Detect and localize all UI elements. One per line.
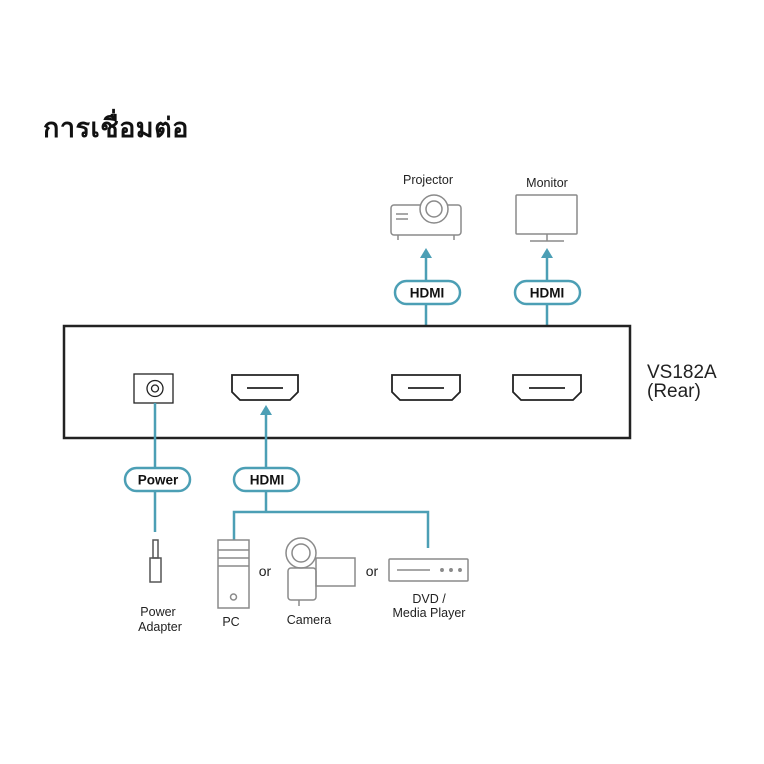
hdmi-port-input-icon [231,374,299,401]
or-label-1: or [259,563,272,579]
dvd-label-line2: Media Player [393,606,466,620]
input-hdmi-cable [232,413,430,548]
or-label-2: or [366,563,379,579]
hdmi-port-output-2-icon [512,374,582,401]
monitor-label: Monitor [526,176,568,190]
device-side-label: (Rear) [647,381,701,402]
camera-label: Camera [287,613,332,627]
monitor-icon [515,194,578,242]
hdmi-pill-projector: HDMI [393,279,462,306]
device-model-label: VS182A [647,362,717,383]
power-adapter-label-line1: Power [140,605,175,619]
hdmi-pill-input: HDMI [232,466,301,493]
input-arrow-icon [260,405,272,415]
projector-icon [390,194,462,240]
hdmi-pill-projector-label: HDMI [410,286,445,301]
hdmi-pill-monitor-label: HDMI [530,286,565,301]
dvd-player-icon [388,558,469,582]
power-adapter-plug-icon [149,539,162,583]
hdmi-port-output-1-icon [391,374,461,401]
power-pill: Power [123,466,192,493]
power-adapter-label-line2: Adapter [138,620,182,634]
pc-tower-icon [217,539,250,609]
page-title: การเชื่อมต่อ [43,113,189,144]
hdmi-pill-monitor: HDMI [513,279,582,306]
projector-label: Projector [403,173,453,187]
pc-label: PC [222,615,239,629]
camera-icon [285,537,356,606]
hdmi-pill-input-label: HDMI [250,473,285,488]
device-rear-panel [62,324,632,440]
dvd-label-line1: DVD / [412,592,446,606]
power-jack-icon [133,373,174,404]
power-pill-label: Power [138,473,179,488]
